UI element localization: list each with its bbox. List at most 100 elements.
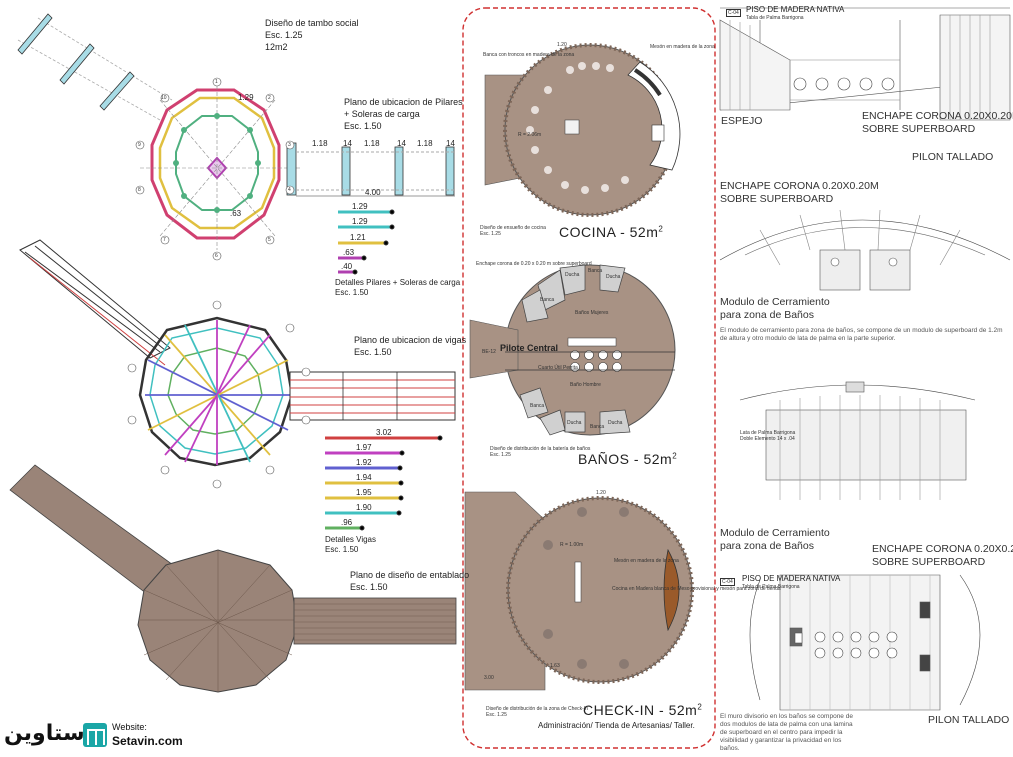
axis-5: 5 bbox=[268, 237, 271, 243]
tambo-title: Diseño de tambo social bbox=[265, 18, 359, 28]
cocina-note-bottom: Diseño de ensueño de cocina bbox=[480, 225, 546, 231]
pilares-subtitle: + Soleras de carga bbox=[344, 109, 420, 119]
middle-frame bbox=[462, 7, 716, 749]
cocina-dim: 1.20 bbox=[557, 42, 567, 48]
banos-label-banca-3: Banca bbox=[530, 403, 545, 409]
banos-label-hombre: Baño Hombre bbox=[570, 382, 601, 388]
axis-6: 6 bbox=[215, 253, 218, 259]
vigas-plan bbox=[19, 239, 456, 531]
cocina-note-left: Banca con troncos en madera de la zona bbox=[483, 52, 575, 58]
axis-4: 4 bbox=[288, 187, 291, 193]
viga-val-6: 1.90 bbox=[356, 503, 372, 512]
banos-note-top: Enchape corona de 0.20 x 0.20 m sobre su… bbox=[476, 261, 592, 267]
panel4-floor-sub: Tabla de Palma Barrigona bbox=[742, 584, 800, 590]
panel3-lata-2: Doble Elemento 14 x .04 bbox=[740, 436, 795, 442]
pilar-val-5: .40 bbox=[341, 262, 353, 271]
axis-10: 10 bbox=[161, 95, 167, 101]
cocina-radius: R = 2.06m bbox=[518, 132, 542, 138]
checkin-dim-1: 1.20 bbox=[596, 490, 606, 496]
logo-area: ستاوین Website: Setavin.com bbox=[0, 717, 190, 757]
panel2-modulo-2: para zona de Baños bbox=[720, 309, 814, 321]
cocina-note-right: Mesón en madera de la zona bbox=[650, 44, 715, 50]
right-sketches bbox=[719, 7, 1011, 711]
panel1-floor: PISO DE MADERA NATIVA bbox=[746, 5, 845, 14]
vigas-detail-caption: Detalles Vigas bbox=[325, 535, 376, 544]
entablado-title: Plano de diseño de entablado bbox=[350, 570, 470, 580]
dim-8: 1.29 bbox=[238, 93, 254, 102]
banos-label-mujeres: Baños Mujeres bbox=[575, 310, 609, 316]
panel1-espejo: ESPEJO bbox=[721, 115, 763, 127]
viga-val-5: 1.95 bbox=[356, 488, 372, 497]
panel2-enchape-2: SOBRE SUPERBOARD bbox=[720, 193, 834, 205]
banos-scale: Esc. 1.25 bbox=[490, 452, 511, 458]
banos-label-banca-4: Banca bbox=[590, 424, 605, 430]
pilares-detail-scale: Esc. 1.50 bbox=[335, 288, 369, 297]
dim-5: 1.18 bbox=[417, 139, 433, 148]
logo-website[interactable]: Setavin.com bbox=[112, 734, 183, 748]
axis-9: 9 bbox=[138, 142, 141, 148]
checkin-note-bottom: Diseño de distribución de la zona de Che… bbox=[486, 706, 589, 712]
panel2-desc: El modulo de cerramiento para zona de ba… bbox=[720, 327, 1003, 342]
viga-val-1: 3.02 bbox=[376, 428, 392, 437]
checkin-note: Mesón en madera de la zona bbox=[614, 558, 679, 564]
panel1-pilon: PILON TALLADO bbox=[912, 151, 994, 163]
panel1-enchape-1: ENCHAPE CORONA 0.20X0.20M bbox=[862, 110, 1013, 122]
pilar-val-1: 1.29 bbox=[352, 202, 368, 211]
checkin-scale: Esc. 1.25 bbox=[486, 712, 507, 718]
checkin-plan bbox=[464, 491, 694, 691]
checkin-subtitle: Administración/ Tienda de Artesanias/ Ta… bbox=[538, 721, 695, 730]
viga-val-4: 1.94 bbox=[356, 473, 372, 482]
panel3-lata-1: Lata de Palma Barrigona bbox=[740, 430, 796, 436]
panel4-pilon: PILON TALLADO bbox=[928, 714, 1010, 726]
pilar-val-3: 1.21 bbox=[350, 233, 366, 242]
pilares-plan bbox=[17, 13, 455, 275]
panel4-enchape-2: SOBRE SUPERBOARD bbox=[872, 556, 986, 568]
panel4-desc: El muro divisorio en los baños se compon… bbox=[720, 713, 853, 752]
panel3-modulo-2: para zona de Baños bbox=[720, 540, 814, 552]
banos-label-ducha-1: Ducha bbox=[565, 272, 580, 278]
checkin-title: CHECK-IN - 52m2 bbox=[583, 702, 703, 718]
banos-label-cuarto: Cuarto Útil Perrita bbox=[538, 365, 578, 371]
dim-9: .63 bbox=[230, 209, 242, 218]
dim-4: 14 bbox=[397, 139, 406, 148]
panel2-enchape-1: ENCHAPE CORONA 0.20X0.20M bbox=[720, 180, 879, 192]
banos-tag: BE-12 bbox=[482, 349, 496, 355]
entablado-scale: Esc. 1.50 bbox=[350, 582, 388, 592]
cocina-plan bbox=[484, 43, 681, 217]
tambo-area: 12m2 bbox=[265, 42, 288, 52]
checkin-dim-2: 3.00 bbox=[484, 675, 494, 681]
dim-2: 14 bbox=[343, 139, 352, 148]
checkin-dim-3: 1.63 bbox=[550, 663, 560, 669]
cocina-scale: Esc. 1.25 bbox=[480, 231, 501, 237]
dim-6: 14 bbox=[446, 139, 455, 148]
logo-arabic: ستاوین bbox=[4, 721, 85, 746]
panel1-floor-sub: Tabla de Palma Barrigona bbox=[746, 15, 804, 21]
viga-val-7: .96 bbox=[341, 518, 353, 527]
panel1-enchape-2: SOBRE SUPERBOARD bbox=[862, 123, 976, 135]
entablado-plan bbox=[9, 464, 457, 693]
dim-7: 4.00 bbox=[365, 188, 381, 197]
panel3-modulo-1: Modulo de Cerramiento bbox=[720, 527, 830, 539]
axis-1: 1 bbox=[215, 79, 218, 85]
vigas-title: Plano de ubicacion de vigas bbox=[354, 335, 467, 345]
viga-val-3: 1.92 bbox=[356, 458, 372, 467]
panel4-floor: PISO DE MADERA NATIVA bbox=[742, 574, 841, 583]
vigas-scale: Esc. 1.50 bbox=[354, 347, 392, 357]
banos-label-banca-2: Banca bbox=[540, 297, 555, 303]
panel4-tag: C-04 bbox=[720, 578, 735, 586]
checkin-radius: R = 1.00m bbox=[560, 542, 584, 548]
banos-pilote: Pilote Central bbox=[500, 343, 559, 353]
banos-label-ducha-2: Ducha bbox=[606, 274, 621, 280]
axis-7: 7 bbox=[163, 237, 166, 243]
pilar-val-2: 1.29 bbox=[352, 217, 368, 226]
panel1-tag: C-04 bbox=[726, 9, 741, 17]
dim-3: 1.18 bbox=[364, 139, 380, 148]
pilares-scale: Esc. 1.50 bbox=[344, 121, 382, 131]
panel2-modulo-1: Modulo de Cerramiento bbox=[720, 296, 830, 308]
vigas-detail-scale: Esc. 1.50 bbox=[325, 545, 359, 554]
checkin-note2: Cocina en Madera blanca de Meso provisio… bbox=[612, 586, 781, 592]
banos-label-banca-1: Banca bbox=[588, 268, 603, 274]
banos-title: BAÑOS - 52m2 bbox=[578, 451, 678, 467]
axis-8: 8 bbox=[138, 187, 141, 193]
banos-plan bbox=[469, 264, 676, 436]
